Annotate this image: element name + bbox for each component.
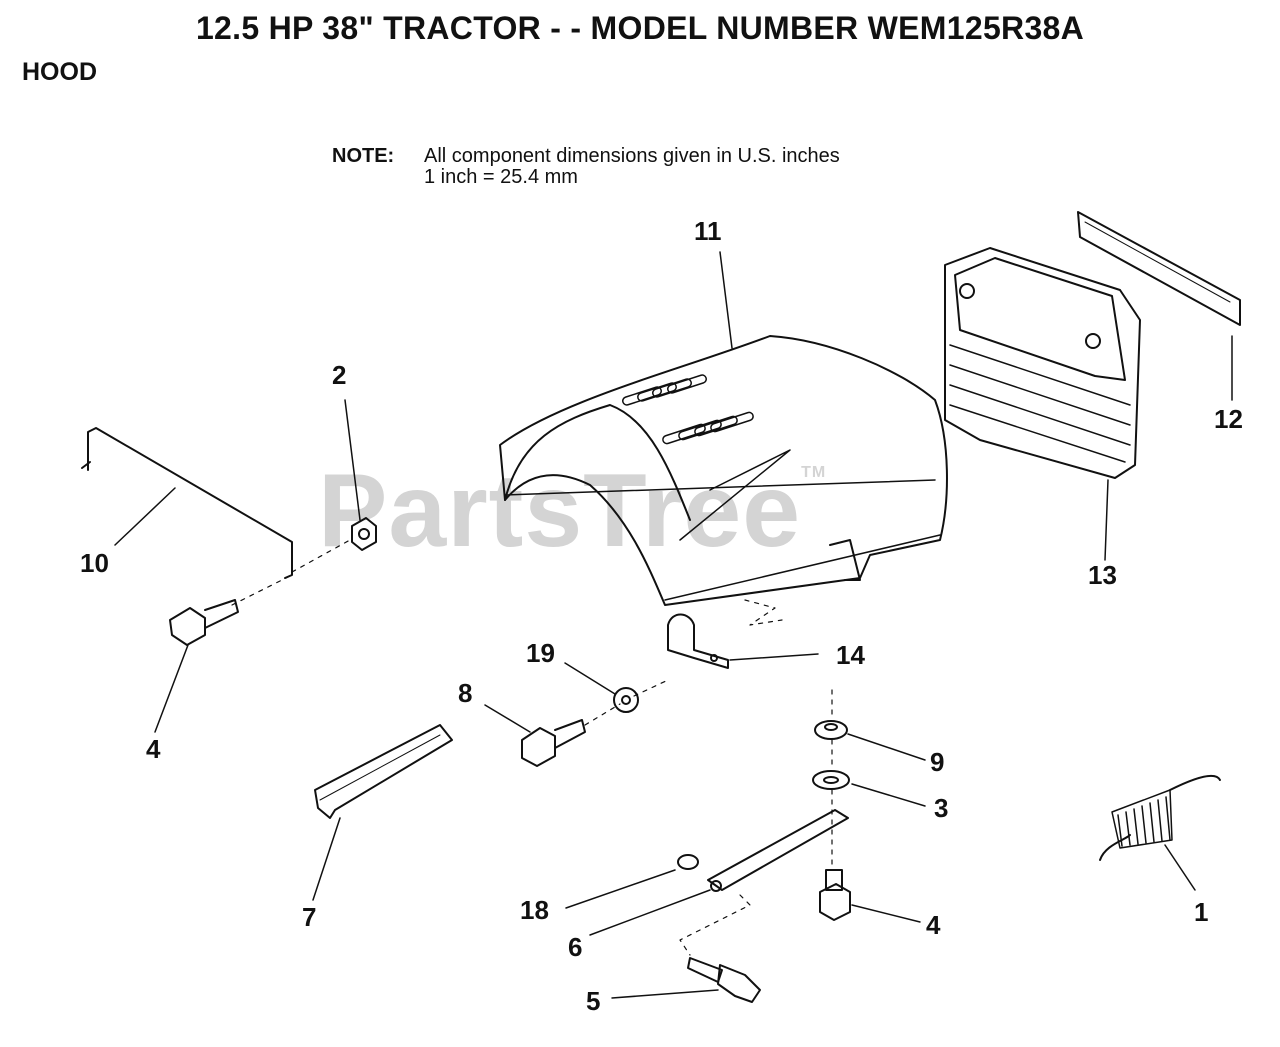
washer-part-18[interactable] [677, 854, 699, 870]
nut-part-2[interactable] [351, 517, 377, 551]
star-washer-part-19[interactable] [613, 687, 639, 713]
assembly-dashed-lines [231, 539, 833, 956]
callout-3: 3 [934, 793, 949, 823]
rod-part-10[interactable] [81, 427, 293, 579]
page-title: 12.5 HP 38" TRACTOR - - MODEL NUMBER WEM… [195, 10, 1085, 46]
callout-10: 10 [80, 548, 109, 578]
callout-13: 13 [1088, 560, 1117, 590]
note-label: NOTE: [332, 145, 395, 167]
callout-5: 5 [586, 986, 601, 1016]
callout-11: 11 [694, 216, 722, 246]
watermark-trademark: TM [801, 464, 827, 481]
callout-7: 7 [302, 902, 317, 932]
spring-part-1[interactable] [1099, 774, 1221, 861]
callout-14: 14 [836, 640, 865, 670]
callout-19: 19 [526, 638, 555, 668]
callout-2: 2 [332, 360, 347, 390]
callout-1: 1 [1194, 897, 1209, 927]
watermark-text: PartsTree [318, 453, 802, 569]
callout-4-left: 4 [146, 734, 161, 764]
watermark: PartsTreeTM [318, 452, 826, 571]
callout-6: 6 [568, 932, 583, 962]
leader-lines [114, 251, 1233, 999]
nut-part-9[interactable] [814, 720, 848, 740]
callout-8: 8 [458, 678, 473, 708]
bracket-part-14[interactable] [667, 613, 729, 669]
dimension-note: NOTE: All component dimensions given in U… [332, 146, 840, 188]
note-line-2: 1 inch = 25.4 mm [424, 166, 578, 188]
callout-9: 9 [930, 747, 945, 777]
bolt-part-4-right[interactable] [819, 869, 851, 921]
bolt-part-5[interactable] [687, 957, 761, 1003]
grille-part-13[interactable] [944, 247, 1141, 479]
note-line-1: All component dimensions given in U.S. i… [424, 145, 840, 167]
callout-12: 12 [1214, 404, 1243, 434]
section-title: HOOD [22, 58, 97, 86]
bracket-part-7[interactable] [314, 724, 453, 819]
washer-part-3[interactable] [812, 770, 850, 790]
bolt-part-8[interactable] [521, 719, 586, 767]
hood-part-11[interactable] [499, 335, 948, 606]
callout-4-right: 4 [926, 910, 941, 940]
bolt-part-4-left[interactable] [169, 599, 239, 646]
callout-18: 18 [520, 895, 549, 925]
panel-part-12[interactable] [1077, 211, 1241, 326]
strap-part-6[interactable] [707, 809, 849, 892]
